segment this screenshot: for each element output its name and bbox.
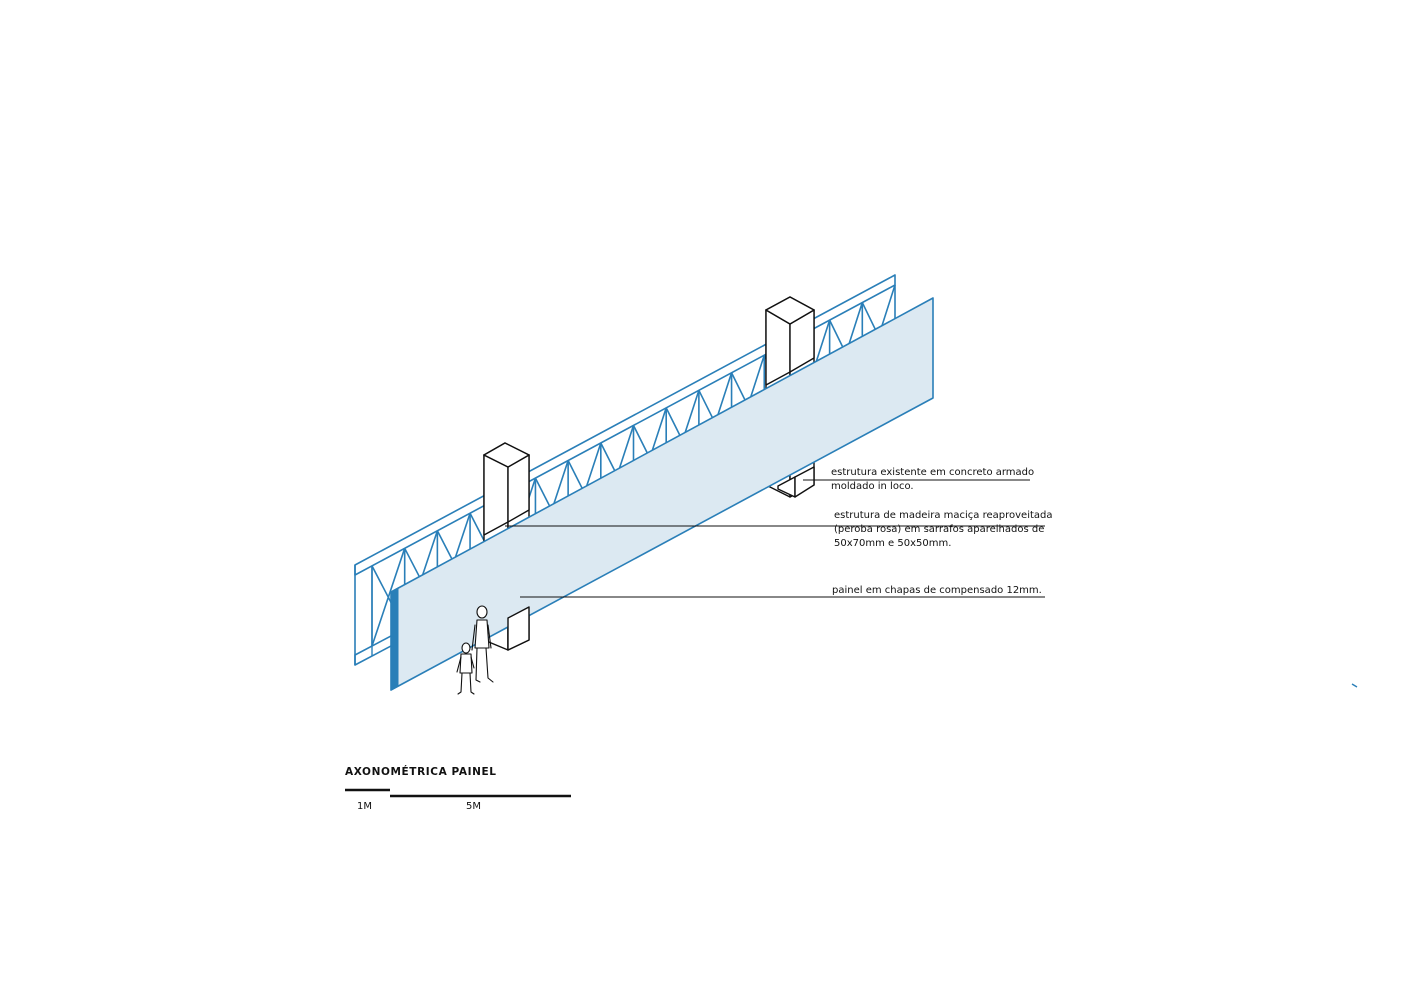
concrete-column-right-top	[765, 296, 815, 386]
truss-diagonal	[371, 548, 406, 647]
scale-label-5m: 5M	[466, 801, 481, 812]
annotation-line: (peroba rosa) em sarrafos aparelhados de	[834, 524, 1045, 535]
annotation-line: estrutura de madeira maciça reaproveitad…	[834, 510, 1053, 521]
scale-bar	[345, 788, 571, 798]
annotation-line: estrutura existente em concreto armado	[831, 467, 1035, 478]
concrete-column-right-base	[777, 466, 815, 498]
concrete-column-left-base	[507, 606, 530, 651]
annotation-line: moldado in loco.	[831, 481, 914, 492]
human-figure-child	[456, 642, 475, 695]
annotation-line: painel em chapas de compensado 12mm.	[832, 585, 1042, 596]
scale-label-1m: 1M	[357, 801, 372, 812]
annotation-timber: estrutura de madeira maciça reaproveitad…	[834, 509, 1053, 551]
leader-lines	[505, 479, 1045, 598]
annotation-concrete: estrutura existente em concreto armado m…	[831, 466, 1034, 494]
plywood-panel	[390, 297, 934, 691]
annotation-panel: painel em chapas de compensado 12mm.	[832, 584, 1042, 598]
human-figure-adult	[471, 605, 494, 683]
drawing-title: AXONOMÉTRICA PAINEL	[345, 766, 497, 778]
stray-mark	[1351, 683, 1358, 688]
plywood-panel-edge	[390, 587, 399, 691]
annotation-line: 50x70mm e 50x50mm.	[834, 538, 952, 549]
concrete-column-left-top	[483, 442, 530, 536]
